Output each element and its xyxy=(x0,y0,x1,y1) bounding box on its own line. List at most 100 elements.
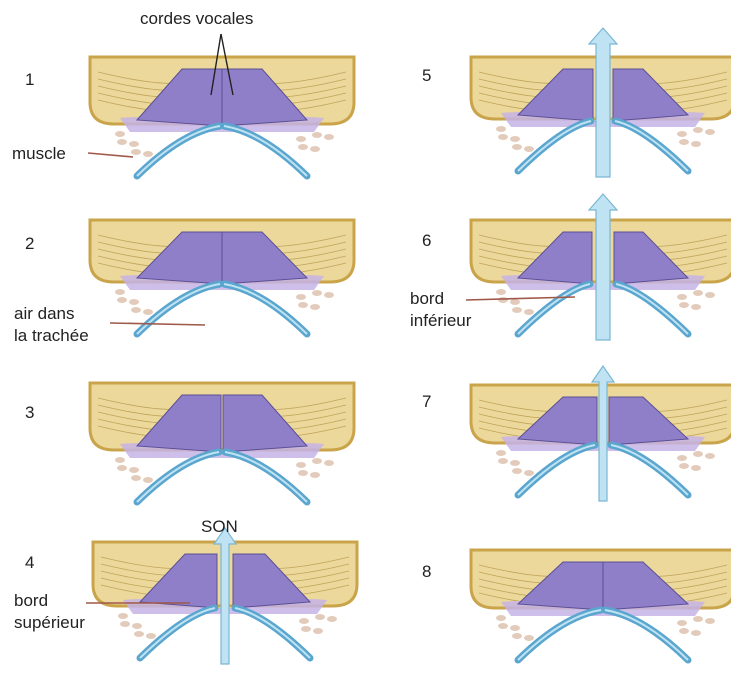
panel-number-3: 3 xyxy=(25,403,34,423)
trachea-wall-left xyxy=(137,126,220,176)
connective-tissue-speckle xyxy=(693,290,703,296)
trachea-wall-left xyxy=(137,284,220,334)
connective-tissue-speckle xyxy=(705,129,715,135)
connective-tissue-speckle xyxy=(691,465,701,471)
connective-tissue-speckle xyxy=(324,292,334,298)
connective-tissue-speckle xyxy=(691,304,701,310)
connective-tissue-speckle xyxy=(296,294,306,300)
connective-tissue-speckle xyxy=(310,472,320,478)
connective-tissue-speckle xyxy=(134,631,144,637)
panel-number-2: 2 xyxy=(25,234,34,254)
connective-tissue-speckle xyxy=(298,302,308,308)
panel-8-illustration xyxy=(471,550,731,660)
connective-tissue-speckle xyxy=(117,297,127,303)
trachea-wall-left xyxy=(518,445,595,495)
panel-1-illustration xyxy=(90,57,354,176)
trachea-wall-right xyxy=(605,610,688,660)
connective-tissue-speckle xyxy=(705,453,715,459)
connective-tissue-speckle xyxy=(296,136,306,142)
connective-tissue-speckle xyxy=(327,616,337,622)
connective-tissue-speckle xyxy=(705,292,715,298)
connective-tissue-speckle xyxy=(693,616,703,622)
connective-tissue-speckle xyxy=(498,623,508,629)
connective-tissue-speckle xyxy=(677,294,687,300)
connective-tissue-speckle xyxy=(496,126,506,132)
connective-tissue-speckle xyxy=(146,633,156,639)
label-cordes-vocales: cordes vocales xyxy=(140,8,253,29)
label-bord-superieur-line1: bord xyxy=(14,590,48,611)
connective-tissue-speckle xyxy=(131,475,141,481)
connective-tissue-speckle xyxy=(524,309,534,315)
leader-muscle xyxy=(88,153,133,157)
connective-tissue-speckle xyxy=(691,141,701,147)
cartilage-tissue xyxy=(90,383,354,450)
connective-tissue-speckle xyxy=(129,141,139,147)
trachea-wall-right xyxy=(615,121,688,171)
connective-tissue-speckle xyxy=(679,628,689,634)
panel-number-5: 5 xyxy=(422,66,431,86)
connective-tissue-speckle xyxy=(117,465,127,471)
connective-tissue-speckle xyxy=(679,302,689,308)
connective-tissue-speckle xyxy=(310,146,320,152)
connective-tissue-speckle xyxy=(510,136,520,142)
connective-tissue-speckle xyxy=(512,633,522,639)
connective-tissue-speckle xyxy=(510,460,520,466)
connective-tissue-speckle xyxy=(496,615,506,621)
trachea-wall-right xyxy=(235,608,310,658)
trachea-wall-left xyxy=(140,608,215,658)
connective-tissue-speckle xyxy=(131,149,141,155)
connective-tissue-speckle xyxy=(679,139,689,145)
connective-tissue-speckle xyxy=(677,455,687,461)
panel-number-6: 6 xyxy=(422,231,431,251)
connective-tissue-speckle xyxy=(313,628,323,634)
connective-tissue-speckle xyxy=(512,468,522,474)
connective-tissue-speckle xyxy=(498,134,508,140)
trachea-wall-left xyxy=(518,121,591,171)
panel-number-4: 4 xyxy=(25,553,34,573)
connective-tissue-speckle xyxy=(131,307,141,313)
connective-tissue-speckle xyxy=(312,290,322,296)
connective-tissue-speckle xyxy=(296,462,306,468)
panels-layer xyxy=(90,57,731,660)
connective-tissue-speckle xyxy=(129,299,139,305)
connective-tissue-speckle xyxy=(496,289,506,295)
connective-tissue-speckle xyxy=(524,635,534,641)
panel-number-7: 7 xyxy=(422,392,431,412)
connective-tissue-speckle xyxy=(524,470,534,476)
connective-tissue-speckle xyxy=(496,450,506,456)
connective-tissue-speckle xyxy=(324,460,334,466)
connective-tissue-speckle xyxy=(498,297,508,303)
panel-2-illustration xyxy=(90,220,354,334)
connective-tissue-speckle xyxy=(115,289,125,295)
connective-tissue-speckle xyxy=(512,144,522,150)
connective-tissue-speckle xyxy=(118,613,128,619)
panel-number-1: 1 xyxy=(25,70,34,90)
connective-tissue-speckle xyxy=(510,299,520,305)
trachea-wall-right xyxy=(611,445,688,495)
connective-tissue-speckle xyxy=(120,621,130,627)
connective-tissue-speckle xyxy=(324,134,334,140)
connective-tissue-speckle xyxy=(524,146,534,152)
connective-tissue-speckle xyxy=(143,477,153,483)
label-bord-inferieur-line2: inférieur xyxy=(410,310,471,331)
connective-tissue-speckle xyxy=(298,470,308,476)
connective-tissue-speckle xyxy=(512,307,522,313)
connective-tissue-speckle xyxy=(705,618,715,624)
connective-tissue-speckle xyxy=(315,614,325,620)
connective-tissue-speckle xyxy=(498,458,508,464)
label-bord-inferieur-line1: bord xyxy=(410,288,444,309)
connective-tissue-speckle xyxy=(129,467,139,473)
connective-tissue-speckle xyxy=(312,132,322,138)
label-air-line1: air dans xyxy=(14,303,74,324)
connective-tissue-speckle xyxy=(677,620,687,626)
panel-number-8: 8 xyxy=(422,562,431,582)
connective-tissue-speckle xyxy=(510,625,520,631)
connective-tissue-speckle xyxy=(132,623,142,629)
label-muscle: muscle xyxy=(12,143,66,164)
panel-3-illustration xyxy=(90,383,354,502)
trachea-wall-left xyxy=(137,452,219,502)
connective-tissue-speckle xyxy=(693,127,703,133)
trachea-wall-right xyxy=(224,126,307,176)
connective-tissue-speckle xyxy=(679,463,689,469)
